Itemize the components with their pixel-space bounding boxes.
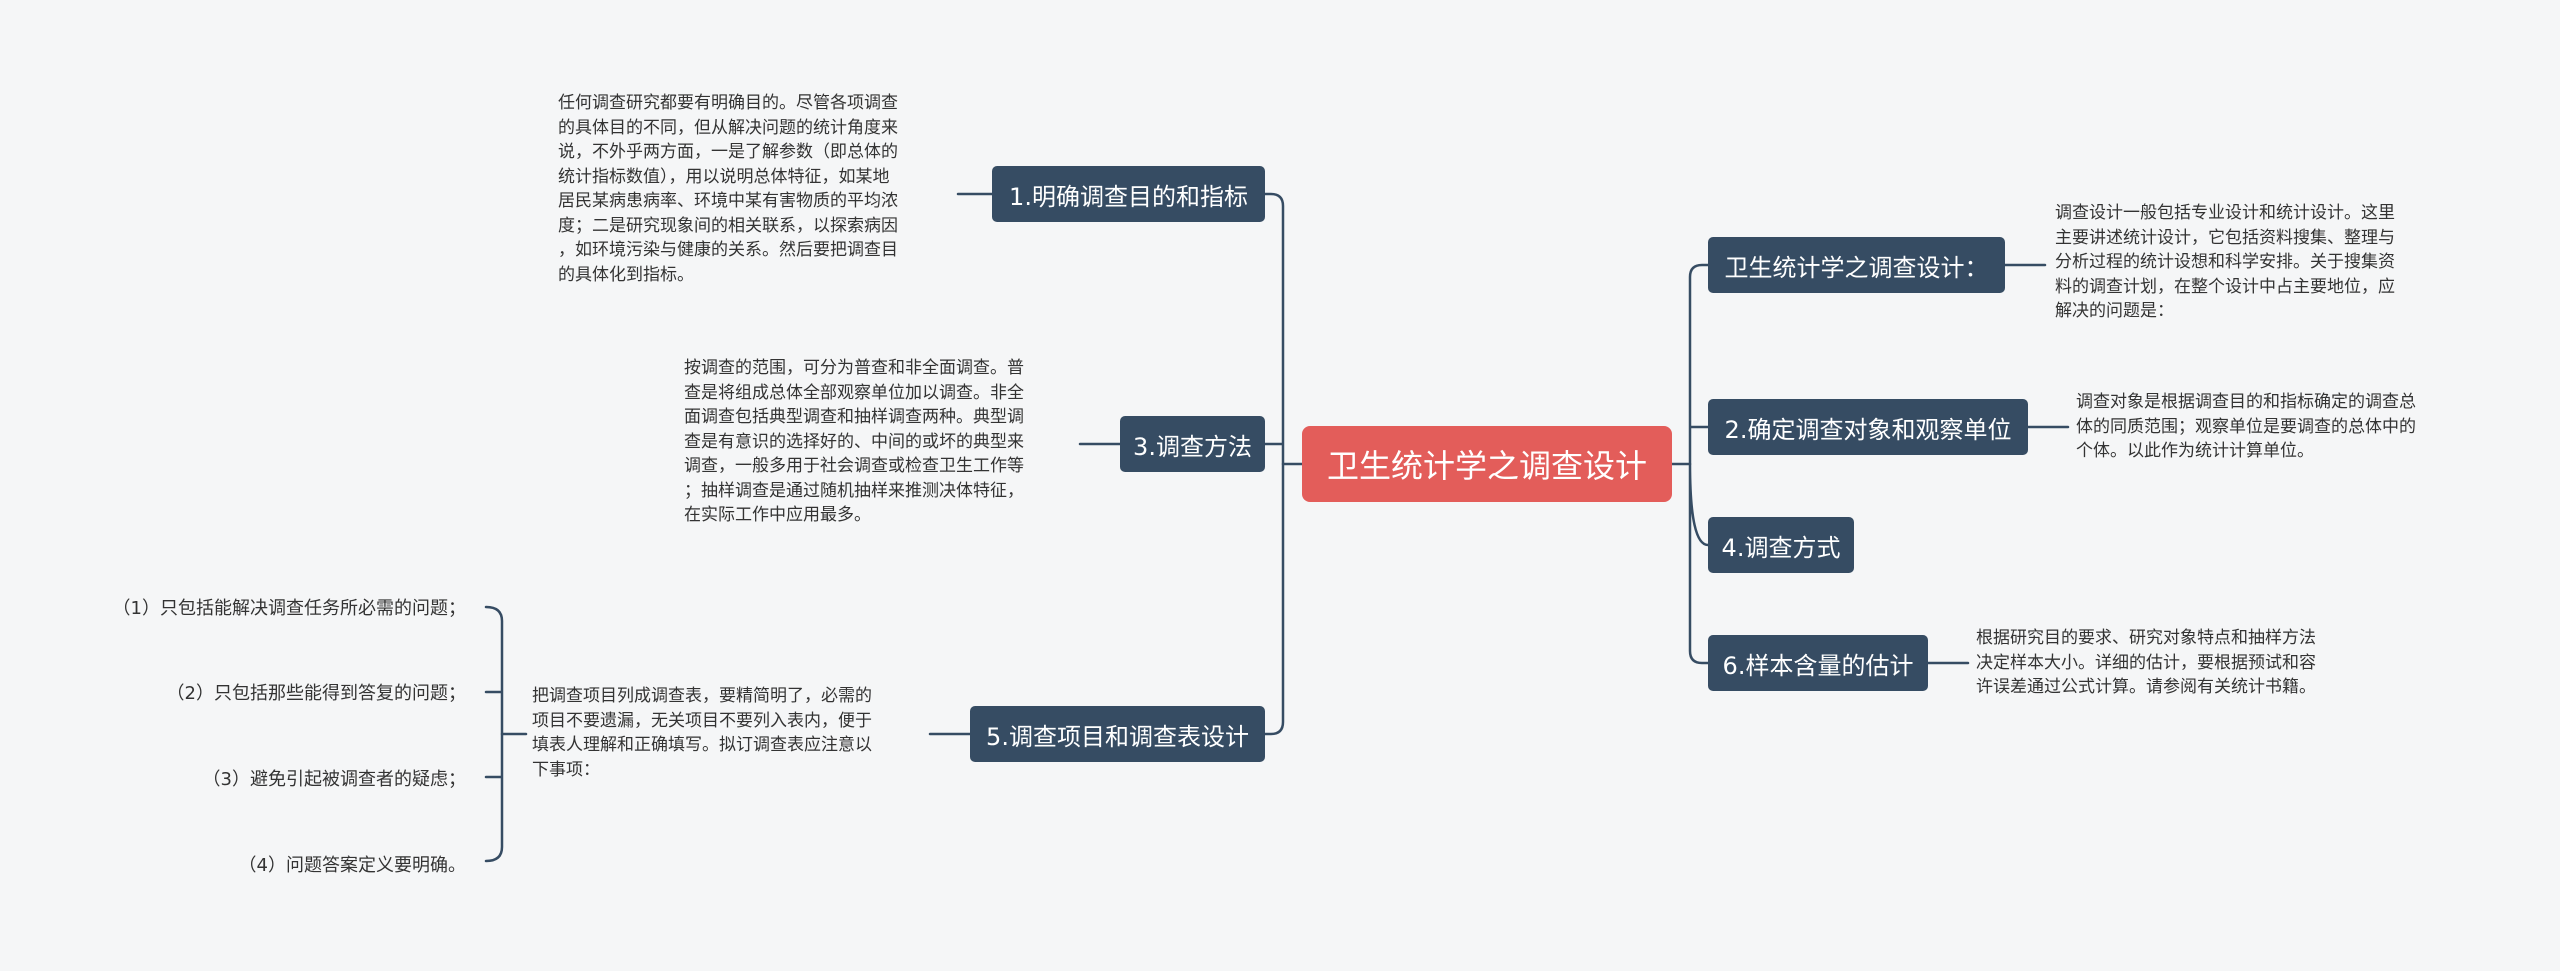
topic-sample-size[interactable]: 6.样本含量的估计 [1708,635,1928,691]
topic-label: 1.明确调查目的和指标 [1009,182,1248,211]
topic-objective-indicators-text: 任何调查研究都要有明确目的。尽管各项调查 的具体目的不同，但从解决问题的统计角度… [558,93,898,285]
topic-survey-subjects-text: 调查对象是根据调查目的和指标确定的调查总 体的同质范围；观察单位是要调查的总体中… [2076,392,2416,461]
list-item: （4）问题答案定义要明确。 [238,855,466,876]
topic-label: 5.调查项目和调查表设计 [986,722,1249,751]
topic-label: 2.确定调查对象和观察单位 [1724,415,2012,444]
topic-label: 3.调查方法 [1133,432,1252,461]
list-item: （1）只包括能解决调查任务所必需的问题； [112,598,466,619]
topic-survey-method-text: 按调查的范围，可分为普查和非全面调查。普 查是将组成总体全部观察单位加以调查。非… [684,358,1024,525]
topic-questionnaire-design[interactable]: 5.调查项目和调查表设计 [970,706,1265,762]
list-item: （2）只包括那些能得到答复的问题； [166,683,466,704]
topic-questionnaire-design-text: 把调查项目列成调查表，要精简明了，必需的 项目不要遗漏，无关项目不要列入表内，便… [532,686,872,780]
topic-label: 6.样本含量的估计 [1722,651,1914,680]
topic-label: 4.调查方式 [1721,533,1841,562]
root-title: 卫生统计学之调查设计 [1326,447,1647,485]
topic-design-overview-text: 调查设计一般包括专业设计和统计设计。这里 主要讲述统计设计，它包括资料搜集、整理… [2055,203,2395,321]
root-topic[interactable]: 卫生统计学之调查设计 [1302,426,1672,502]
topic-sample-size-text: 根据研究目的要求、研究对象特点和抽样方法 决定样本大小。详细的估计，要根据预试和… [1976,628,2316,697]
topic-survey-method[interactable]: 3.调查方法 [1120,416,1265,472]
topic-objective-indicators[interactable]: 1.明确调查目的和指标 [992,166,1265,222]
topic-survey-mode[interactable]: 4.调查方式 [1708,517,1854,573]
connector-items-bracket [484,605,504,863]
topic-design-overview[interactable]: 卫生统计学之调查设计： [1708,237,2005,293]
connector-right-spine [1688,263,1710,665]
topic-survey-subjects[interactable]: 2.确定调查对象和观察单位 [1708,399,2028,455]
list-item: （3）避免引起被调查者的疑虑； [202,769,466,790]
connector-left-spine [1263,192,1285,736]
topic-label: 卫生统计学之调查设计： [1724,253,1989,282]
